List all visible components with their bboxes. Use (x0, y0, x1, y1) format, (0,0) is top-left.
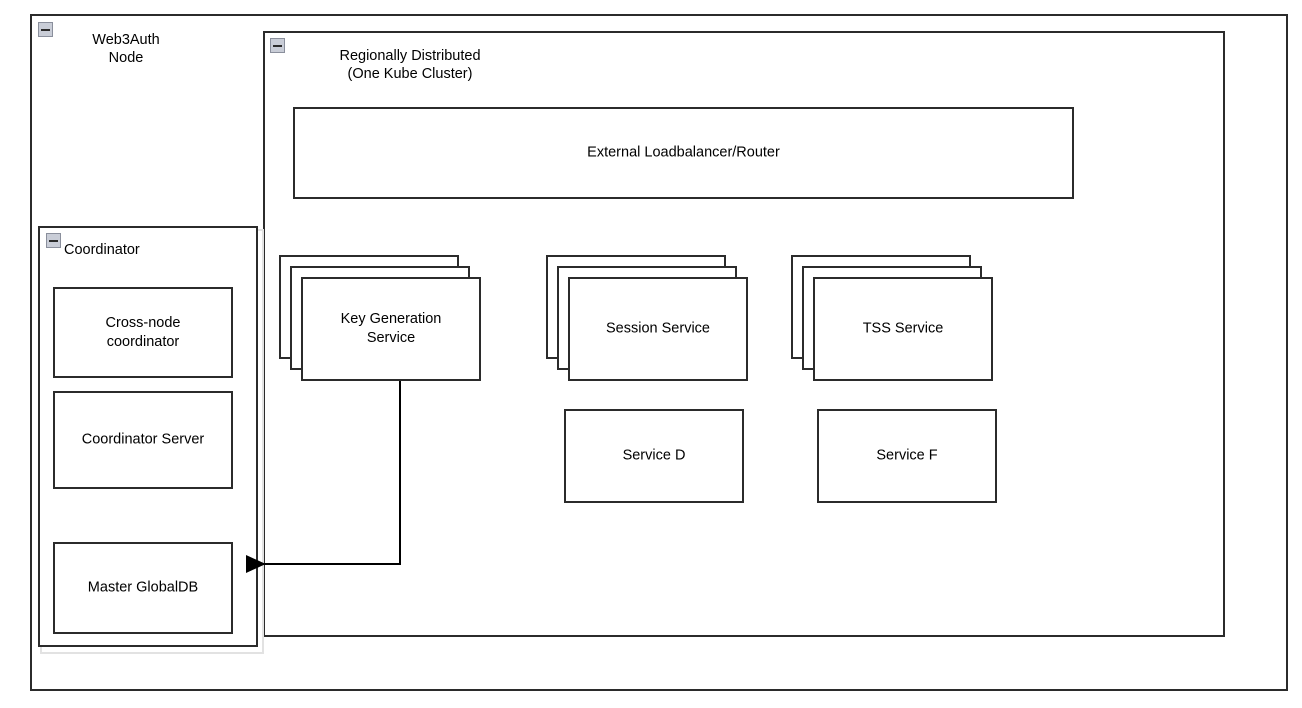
service-d-label: Service D (622, 447, 686, 464)
tss-service-instance-1[interactable]: TSS Service (813, 277, 993, 381)
key-generation-service-label: Key Generation Service (340, 311, 442, 346)
tss-service-stack[interactable]: TSS Service (791, 255, 1003, 381)
coordinator-server-box[interactable]: Coordinator Server (53, 391, 233, 489)
coordinator-title: Coordinator (64, 242, 140, 258)
key-generation-service-stack[interactable]: Key Generation Service (279, 255, 491, 381)
collapse-minus-icon-web3auth-node[interactable] (38, 22, 53, 37)
service-f-label: Service F (876, 447, 938, 464)
external-loadbalancer-router-box[interactable]: External Loadbalancer/Router (293, 107, 1074, 199)
tss-service-label: TSS Service (862, 320, 944, 337)
cross-node-coordinator-box[interactable]: Cross-node coordinator (53, 287, 233, 378)
service-f-box[interactable]: Service F (817, 409, 997, 503)
master-globaldb-box[interactable]: Master GlobalDB (53, 542, 233, 634)
cross-node-coordinator-label: Cross-node coordinator (105, 314, 181, 350)
session-service-stack[interactable]: Session Service (546, 255, 758, 381)
collapse-minus-icon-coordinator[interactable] (46, 233, 61, 248)
master-globaldb-label: Master GlobalDB (87, 579, 199, 596)
session-service-instance-1[interactable]: Session Service (568, 277, 748, 381)
session-service-label: Session Service (606, 320, 710, 337)
external-loadbalancer-router-label: External Loadbalancer/Router (587, 144, 780, 161)
service-d-box[interactable]: Service D (564, 409, 744, 503)
key-generation-service-instance-1[interactable]: Key Generation Service (301, 277, 481, 381)
web3auth-node-title: Web3Auth Node (92, 32, 160, 66)
regionally-distributed-title: Regionally Distributed (One Kube Cluster… (339, 48, 481, 82)
coordinator-server-label: Coordinator Server (81, 431, 205, 448)
collapse-minus-icon-regionally-distributed[interactable] (270, 38, 285, 53)
